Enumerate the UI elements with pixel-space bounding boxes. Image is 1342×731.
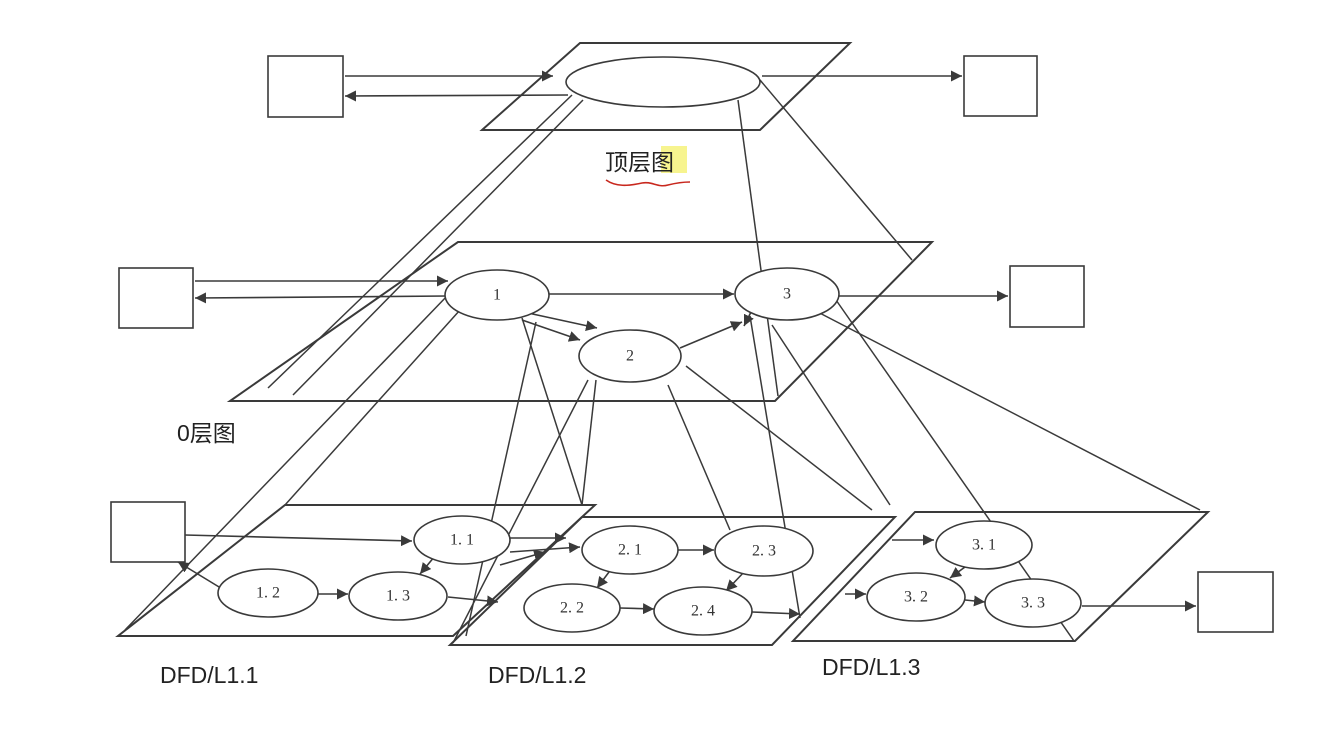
process-3-1 [935,520,1033,570]
process-1-2-label: 1. 2 [256,585,280,602]
process-1-3-label: 1. 3 [386,588,410,605]
external-entity-left-l0 [118,267,194,329]
top-level-label: 顶层图 [605,149,674,175]
process-2-2 [523,583,621,633]
plane-level-0 [226,241,935,402]
process-1 [444,269,550,321]
process-2-3-label: 2. 3 [752,543,776,560]
l1-1-label: DFD/L1.1 [160,662,258,688]
process-2-1-label: 2. 1 [618,542,642,559]
process-2-3 [714,525,814,577]
l1-2-group: 2. 1 2. 2 2. 3 2. 4 [499,525,814,636]
l1-1-group: 1. 1 1. 2 1. 3 [110,501,566,621]
process-2 [578,329,682,383]
process-3-label: 3 [783,286,791,303]
label-highlight [661,146,687,173]
external-entity-right-top [963,55,1038,117]
process-3-3 [984,578,1082,628]
context-process [565,56,761,108]
external-entity-l1-3 [1197,571,1274,633]
process-3 [734,267,840,321]
process-2-4 [653,586,753,636]
process-3-3-label: 3. 3 [1021,595,1045,612]
process-1-2 [217,568,319,618]
level-0-group: 1 2 3 [118,265,1085,383]
top-level-group [267,55,1038,118]
plane-l1-3 [790,511,1211,642]
process-3-1-label: 3. 1 [972,537,996,554]
label-underline [605,179,691,187]
process-2-label: 2 [626,348,634,365]
process-3-2-label: 3. 2 [904,589,928,606]
l1-3-group: 3. 1 3. 2 3. 3 [845,520,1274,633]
l1-2-label: DFD/L1.2 [488,662,586,688]
process-3-2 [866,572,966,622]
process-1-1 [413,515,511,565]
process-1-3 [348,571,448,621]
level-0-label: 0层图 [177,420,236,446]
l1-3-label: DFD/L1.3 [822,654,920,680]
plane-l1-1 [115,504,598,637]
process-2-1 [581,525,679,575]
external-entity-l1-1 [110,501,186,563]
process-1-1-label: 1. 1 [450,532,474,549]
process-2-2-label: 2. 2 [560,600,584,617]
process-1-label: 1 [493,287,501,304]
process-2-4-label: 2. 4 [691,603,715,620]
external-entity-right-l0 [1009,265,1085,328]
plane-top [479,42,853,131]
external-entity-left-top [267,55,344,118]
